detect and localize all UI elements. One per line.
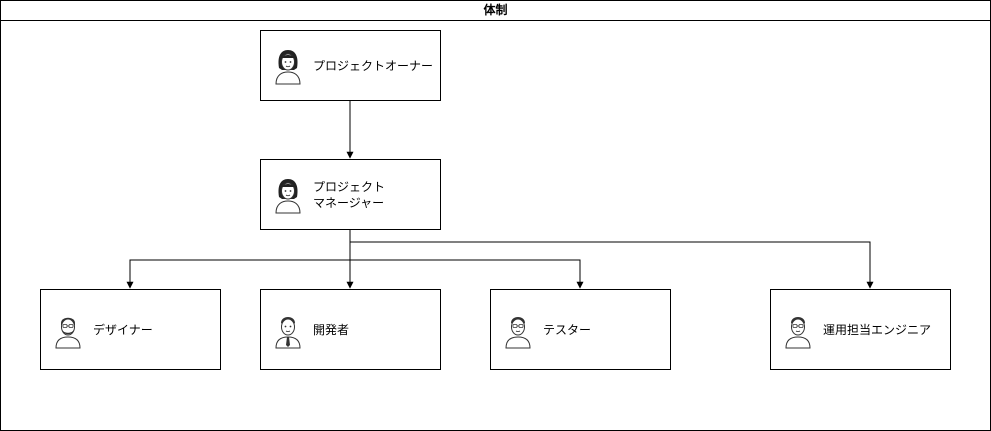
node-designer[interactable]: デザイナー bbox=[40, 289, 221, 370]
edge-manager-to-tester bbox=[350, 259, 584, 289]
node-developer[interactable]: 開発者 bbox=[260, 289, 441, 370]
node-project-owner[interactable]: プロジェクトオーナー bbox=[260, 30, 441, 101]
woman-avatar-icon bbox=[275, 49, 301, 84]
node-label: プロジェクト マネージャー bbox=[313, 179, 386, 210]
node-ops-engineer[interactable]: 運用担当エンジニア bbox=[770, 289, 951, 370]
man-with-glasses-avatar-icon bbox=[505, 316, 531, 348]
man-with-glasses-avatar-icon bbox=[785, 316, 811, 348]
man-with-tie-avatar-icon bbox=[275, 316, 301, 348]
node-project-manager[interactable]: プロジェクト マネージャー bbox=[260, 159, 441, 230]
edge-manager-to-designer bbox=[126, 230, 351, 289]
node-label: 運用担当エンジニア bbox=[823, 322, 932, 337]
node-label: 開発者 bbox=[313, 322, 350, 337]
node-label: テスター bbox=[543, 322, 592, 337]
node-label: プロジェクトオーナー bbox=[313, 58, 434, 73]
node-label: デザイナー bbox=[93, 322, 153, 337]
container-title: 体制 bbox=[1, 1, 990, 21]
edge-manager-to-ops bbox=[350, 241, 874, 289]
woman-avatar-icon bbox=[275, 178, 301, 213]
bearded-man-with-glasses-avatar-icon bbox=[55, 317, 81, 348]
node-tester[interactable]: テスター bbox=[490, 289, 671, 370]
